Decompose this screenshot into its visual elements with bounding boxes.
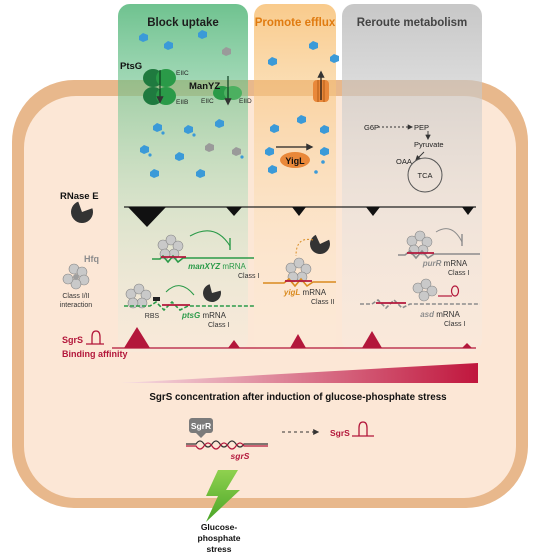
- asd-mrna-label: asd mRNA: [420, 310, 460, 319]
- purr-class-label: Class I: [448, 270, 469, 277]
- sgrs-concentration-wedge: [120, 363, 478, 383]
- cleavage-triangle: [462, 207, 474, 215]
- manyz-eiic-label: EIIC: [201, 98, 214, 105]
- glucose-icon: [198, 30, 207, 39]
- ptsg-eiib-label: EIIB: [176, 99, 188, 106]
- ptsg-class-label: Class I: [208, 322, 229, 329]
- efflux-internal-sugars: [265, 115, 329, 174]
- internal-sugar-phosphates: [140, 119, 244, 178]
- header-block-uptake: Block uptake: [147, 17, 219, 29]
- manxyz-mrna-label: manXYZ mRNA: [188, 262, 246, 271]
- ptsg-mrna-label: ptsG mRNA: [181, 311, 227, 320]
- hfq-note-line1: Class I/II: [62, 293, 89, 300]
- glucose-icon: [320, 147, 329, 156]
- glucose-icon: [140, 145, 149, 154]
- cleavage-triangle: [128, 207, 166, 227]
- rnase-e-icon: [310, 234, 330, 254]
- sgrs-hairpin-icon: [86, 330, 104, 345]
- tca-label: TCA: [418, 171, 433, 180]
- glucose-icon: [270, 124, 279, 133]
- binding-affinity-label: Binding affinity: [62, 349, 128, 359]
- cleavage-triangle: [292, 207, 306, 216]
- glucose-icon: [320, 125, 329, 134]
- glucose-icon: [309, 41, 318, 50]
- ptsg-eiic-label: EIIC: [176, 70, 189, 77]
- metabolite-oaa: OAA: [396, 157, 412, 166]
- sgrr-label: SgrR: [191, 421, 211, 431]
- hfq-label: Hfq: [84, 254, 99, 264]
- metabolite-pyruvate: Pyruvate: [414, 140, 444, 149]
- rbs-label: RBS: [145, 313, 160, 320]
- stress-label-line1: Glucose-: [201, 522, 238, 532]
- hfq-icon: [62, 263, 90, 290]
- metabolite-g6p: G6P: [364, 123, 379, 132]
- glucose-icon: [164, 41, 173, 50]
- yigl-enzyme-label: YigL: [285, 156, 305, 166]
- glucose-icon: [153, 123, 162, 132]
- gradient-label: SgrS concentration after induction of gl…: [149, 392, 447, 403]
- purr-mrna-label: purR mRNA: [422, 259, 468, 268]
- sgrs-rna-label: SgrS: [330, 428, 350, 438]
- glucose-icon: [268, 57, 277, 66]
- sgrs-rna-hairpin-icon: [352, 421, 374, 437]
- binding-affinity-track: [112, 327, 476, 349]
- manyz-label: ManYZ: [189, 81, 220, 92]
- sgrs-label: SgrS: [62, 335, 83, 345]
- yigl-mrna-complex: [263, 234, 336, 288]
- manyz-eiid-label: EIID: [239, 98, 252, 105]
- yigl-enzyme: [276, 143, 314, 168]
- glucose-icon: [196, 169, 205, 178]
- glucose-icon: [175, 152, 184, 161]
- rnase-e-icon: [203, 284, 221, 302]
- rnase-e-icon: [71, 201, 93, 223]
- ptsg-transporter: [143, 69, 176, 105]
- glucose-icon: [205, 143, 214, 152]
- stress-lightning-icon: [206, 470, 240, 522]
- glucose-icon: [268, 165, 277, 174]
- rnase-e-label: RNase E: [60, 191, 99, 202]
- cleavage-triangle: [226, 207, 242, 216]
- ptsg-mrna-complex: [124, 283, 254, 312]
- hfq-note-line2: interaction: [60, 302, 92, 309]
- affinity-peak: [362, 331, 382, 348]
- header-reroute-metabolism: Reroute metabolism: [357, 17, 468, 29]
- cleavage-triangle: [366, 207, 380, 216]
- glucose-icon: [232, 147, 241, 156]
- rnase-e-cleavage-track: [124, 206, 476, 227]
- glucose-icon: [139, 33, 148, 42]
- sgrs-gene-label: sgrS: [231, 451, 250, 461]
- asd-class-label: Class I: [444, 321, 465, 328]
- affinity-peak: [124, 327, 150, 348]
- metabolic-pathway: [378, 124, 443, 193]
- stress-label-line3: stress: [206, 544, 231, 554]
- metabolite-pep: PEP: [414, 123, 429, 132]
- panel-reroute-metabolism: [342, 4, 482, 352]
- glucose-icon: [184, 125, 193, 134]
- glucose-icon: [265, 147, 274, 156]
- glucose-icon: [297, 115, 306, 124]
- manxyz-class-label: Class I: [238, 273, 259, 280]
- tca-cycle: [407, 157, 443, 193]
- glucose-icon: [330, 54, 339, 63]
- efflux-pore: [313, 70, 329, 102]
- sgrr-regulator: [189, 418, 213, 438]
- stress-label-line2: phosphate: [198, 533, 241, 543]
- panel-block-uptake: [118, 4, 248, 352]
- header-promote-efflux: Promote efflux: [255, 17, 336, 29]
- ptsg-label: PtsG: [120, 61, 142, 72]
- asd-mrna-complex: [360, 278, 480, 310]
- yigl-class-label: Class II: [311, 299, 334, 306]
- manxyz-mrna-complex: [152, 230, 254, 264]
- glucose-icon: [150, 169, 159, 178]
- yigl-mrna-label: yigL mRNA: [283, 288, 327, 297]
- affinity-peak: [462, 343, 472, 348]
- affinity-peak: [228, 340, 240, 348]
- manyz-transporter: [213, 76, 242, 106]
- sgrs-gene-dna: [186, 440, 268, 450]
- purr-mrna-complex: [398, 228, 480, 260]
- external-glucose-molecules: [139, 30, 339, 66]
- glucose-icon: [215, 119, 224, 128]
- glucose-icon: [222, 47, 231, 56]
- affinity-peak: [290, 334, 306, 348]
